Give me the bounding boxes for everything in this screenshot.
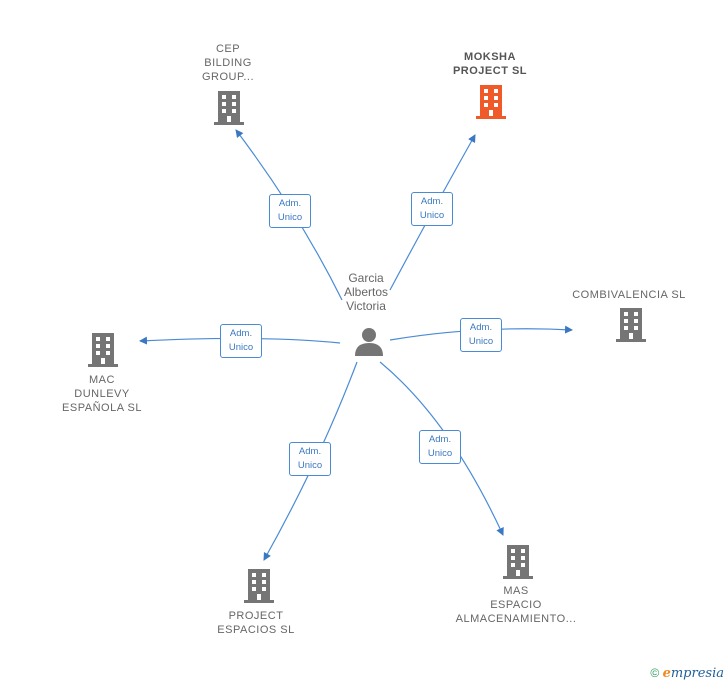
building-icon[interactable] bbox=[476, 85, 506, 124]
edge-badge-combivalencia[interactable]: Adm. Unico bbox=[460, 318, 502, 352]
edge-role-line2: Unico bbox=[277, 212, 303, 223]
edge-role-line2: Unico bbox=[468, 336, 494, 347]
company-label-moksha[interactable]: MOKSHA PROJECT SL bbox=[452, 51, 528, 77]
edge-badge-mac[interactable]: Adm. Unico bbox=[220, 324, 262, 358]
footer-brand: © empresia bbox=[650, 666, 724, 681]
company-label-mac[interactable]: MAC DUNLEVY ESPAÑOLA SL bbox=[62, 374, 142, 414]
edge-role-line1: Adm. bbox=[278, 198, 302, 209]
company-label-combivalencia[interactable]: COMBIVALENCIA SL bbox=[572, 289, 686, 301]
building-icon[interactable] bbox=[214, 91, 244, 130]
edge-role-line1: Adm. bbox=[229, 328, 253, 339]
company-label-project[interactable]: PROJECT ESPACIOS SL bbox=[217, 610, 295, 636]
edge-role-line1: Adm. bbox=[428, 434, 452, 445]
center-person-name[interactable]: Garcia Albertos Victoria bbox=[343, 271, 389, 313]
building-icon[interactable] bbox=[88, 333, 118, 372]
edge-role-line1: Adm. bbox=[469, 322, 493, 333]
edge-role-line2: Unico bbox=[228, 342, 254, 353]
building-icon[interactable] bbox=[503, 545, 533, 584]
building-icon[interactable] bbox=[616, 308, 646, 347]
edge-badge-cep[interactable]: Adm. Unico bbox=[269, 194, 311, 228]
edge-role-line2: Unico bbox=[427, 448, 453, 459]
building-icon[interactable] bbox=[244, 569, 274, 608]
company-label-cep[interactable]: CEP BILDING GROUP... bbox=[201, 43, 255, 83]
edge-badge-moksha[interactable]: Adm. Unico bbox=[411, 192, 453, 226]
edge-badge-project[interactable]: Adm. Unico bbox=[289, 442, 331, 476]
edge-role-line2: Unico bbox=[419, 210, 445, 221]
company-label-mas[interactable]: MAS ESPACIO ALMACENAMIENTO... bbox=[455, 585, 577, 625]
edge-role-line2: Unico bbox=[297, 460, 323, 471]
edge-badge-mas[interactable]: Adm. Unico bbox=[419, 430, 461, 464]
edge-role-line1: Adm. bbox=[298, 446, 322, 457]
copyright-icon: © bbox=[650, 666, 660, 680]
edge-role-line1: Adm. bbox=[420, 196, 444, 207]
person-icon[interactable] bbox=[354, 326, 384, 361]
brand-logo: empresia bbox=[662, 666, 724, 681]
